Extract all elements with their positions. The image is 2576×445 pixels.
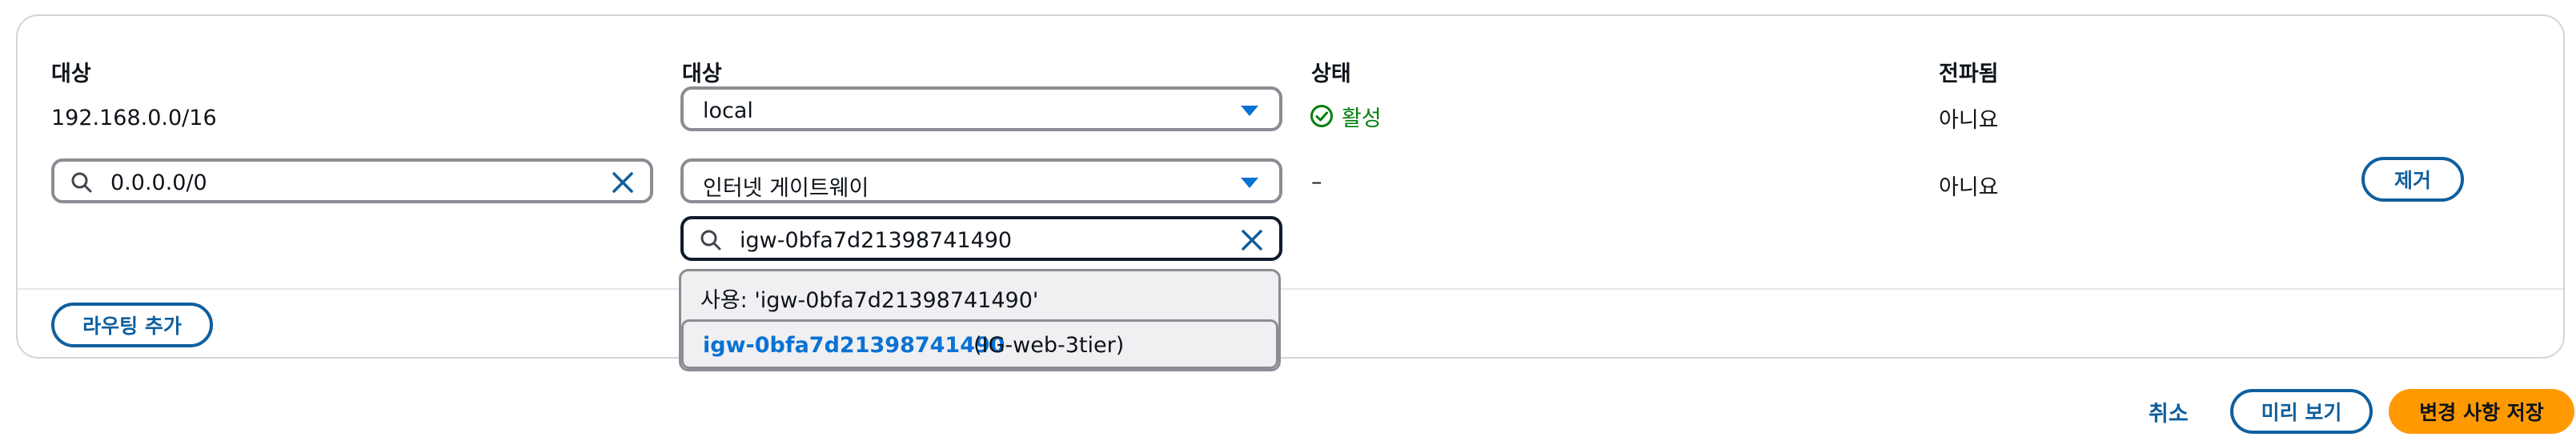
routes-panel: 대상 대상 상태 전파됨 192.168.0.0/16 local 활성 아니요… [16,14,2565,359]
header-target: 대상 [682,62,722,86]
header-propagated: 전파됨 [1939,62,1999,86]
search-icon [71,172,92,193]
route2-target-type-value: 인터넷 게이트웨이 [703,176,869,201]
dropdown-option-igw[interactable]: igw-0bfa7d21398741490 (IG-web-3tier) [681,319,1278,369]
route1-destination: 192.168.0.0/16 [51,106,217,130]
divider [18,288,2563,290]
route2-destination-input[interactable]: 0.0.0.0/0 [51,158,653,203]
clear-icon[interactable] [1239,227,1265,253]
option-name: (IG-web-3tier) [973,333,1125,358]
route1-status-text: 활성 [1342,106,1382,131]
route2-status: – [1311,170,1322,194]
check-circle-icon [1310,105,1333,127]
search-icon [700,230,721,251]
route2-propagated: 아니요 [1939,175,1999,200]
dropdown-use-option[interactable]: 사용: 'igw-0bfa7d21398741490' [681,271,1278,319]
route2-target-type-select[interactable]: 인터넷 게이트웨이 [680,158,1282,203]
add-route-button[interactable]: 라우팅 추가 [51,303,213,347]
remove-button[interactable]: 제거 [2361,157,2464,202]
preview-button[interactable]: 미리 보기 [2230,389,2373,434]
route1-target-select[interactable]: local [680,86,1282,131]
header-status: 상태 [1311,62,1351,86]
route2-target-search-input[interactable]: igw-0bfa7d21398741490 [680,216,1282,261]
route1-target-value: local [703,98,753,123]
route2-target-search-value: igw-0bfa7d21398741490 [740,228,1013,253]
target-dropdown: 사용: 'igw-0bfa7d21398741490' igw-0bfa7d21… [679,269,1281,371]
option-id: igw-0bfa7d21398741490 [703,333,1005,358]
route2-destination-value: 0.0.0.0/0 [110,170,207,195]
use-option-label: 사용: 'igw-0bfa7d21398741490' [700,288,1039,313]
route1-propagated: 아니요 [1939,108,1999,133]
clear-icon[interactable] [610,170,636,195]
route1-status: 활성 [1310,102,1382,131]
save-changes-button[interactable]: 변경 사항 저장 [2389,389,2574,434]
caret-down-icon [1241,178,1258,188]
caret-down-icon [1241,106,1258,116]
header-destination: 대상 [51,62,91,86]
cancel-button[interactable]: 취소 [2149,402,2189,427]
